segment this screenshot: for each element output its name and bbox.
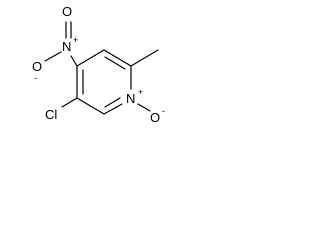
chemical-structure: Cl N + O - N + O O - <box>32 4 165 125</box>
bond-n-oxide <box>137 103 151 112</box>
bond-methyl <box>130 49 159 67</box>
nitro-oxygen-top: O <box>62 4 72 19</box>
bond-c3-cl <box>61 97 78 108</box>
double-bond-c5-c6-inner <box>104 56 126 70</box>
bond-c2-n1 <box>103 103 123 115</box>
oxide-oxygen-atom: O <box>150 110 160 125</box>
nitro-nitrogen-charge: + <box>73 35 78 45</box>
bond-c6-c5 <box>103 49 132 67</box>
pyridine-ring <box>76 49 132 115</box>
oxide-oxygen-charge: - <box>162 106 165 116</box>
nitro-nitrogen-atom: N <box>62 39 71 54</box>
ring-nitrogen-atom: N <box>126 91 135 106</box>
double-bond-c2-n1-inner <box>104 97 121 108</box>
bond-c3-c2 <box>76 97 105 115</box>
nitro-oxygen-charge: - <box>34 73 37 83</box>
bond-nitro-single <box>44 51 62 62</box>
bond-c4-nitro <box>70 55 78 67</box>
chlorine-atom: Cl <box>45 107 57 122</box>
nitro-oxygen-left: O <box>32 59 42 74</box>
bond-c5-c4 <box>76 49 105 67</box>
ring-nitrogen-charge: + <box>138 87 143 97</box>
